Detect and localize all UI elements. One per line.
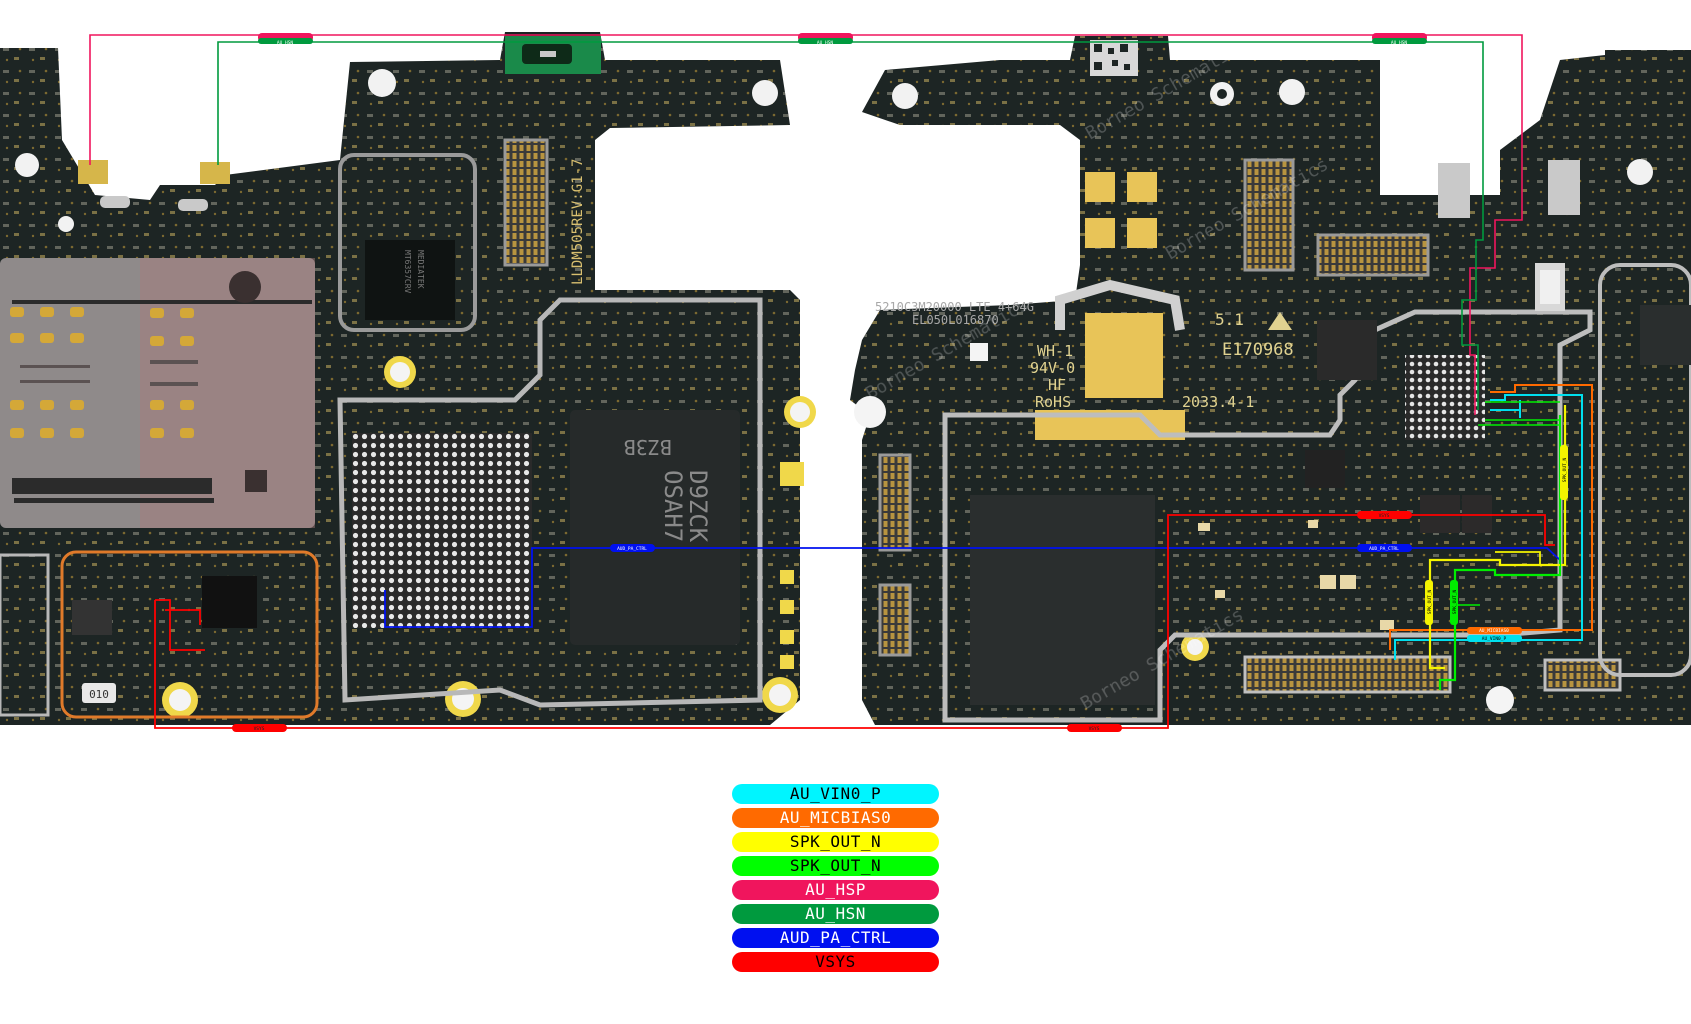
cert-line: 94V-0 (1030, 359, 1075, 377)
mount-hole (752, 80, 778, 106)
net-tags: AU_HSN AU_HSN AU_HSN AUD_PA_CTRL AUD_PA_… (232, 33, 1568, 732)
pmic-chip (365, 240, 455, 320)
mount-hole (1279, 79, 1305, 105)
connector-label: 010 (89, 688, 109, 701)
cpu-marking: OSAH7 (659, 470, 687, 542)
net-tag-text: AU_VIN0_P (1482, 636, 1507, 642)
net-tag-text: VSYS (1089, 726, 1100, 732)
pmic-marking: MT6357CRV (403, 250, 412, 294)
legend-item-spk-out-n-green: SPK_OUT_N (732, 856, 939, 876)
net-tag-text: AU_HSN (1391, 40, 1408, 46)
tag-vsys-mid: VSYS (1067, 724, 1122, 732)
tag-au-hsn-right: AU_HSN (1372, 33, 1427, 46)
serial-text: EL050L016870 (912, 313, 999, 327)
pa-chip (202, 576, 257, 628)
warning-icon (1268, 312, 1292, 330)
net-legend: AU_VIN0_P AU_MICBIAS0 SPK_OUT_N SPK_OUT_… (732, 784, 939, 976)
btb-connector (878, 453, 912, 552)
legend-item-au-hsn: AU_HSN (732, 904, 939, 924)
cpu-marking: BZ3B (624, 435, 672, 459)
tag-au-micbias0: AU_MICBIAS0 (1467, 627, 1522, 634)
sim-tray (0, 258, 315, 528)
model-text: 5210C3M20000 LTE 4+64G (875, 300, 1034, 314)
ul-id: E170968 (1222, 340, 1294, 360)
trace-spk-out-n-green (1438, 415, 1562, 690)
sim-contacts (10, 271, 267, 492)
memory-chip (970, 495, 1155, 705)
tag-au-hsn-left: AU_HSN (258, 33, 313, 46)
cpu-chip (570, 410, 740, 645)
left-board: MEDIATEK MT6357CRV LLDM505REV:G1-7 BZ3B … (0, 32, 816, 725)
tag-aud-pa-ctrl-left: AUD_PA_CTRL (610, 544, 655, 552)
trace-au-micbias0 (1389, 384, 1593, 650)
legend-item-au-micbias0: AU_MICBIAS0 (732, 808, 939, 828)
spring-contact (78, 160, 108, 184)
net-tag-text: VSYS (1379, 513, 1390, 519)
tag-au-vin0-p: AU_VIN0_P (1467, 635, 1522, 642)
spring-contact (200, 162, 230, 184)
spring-contact (1438, 163, 1470, 218)
net-tag-text: VSYS (254, 726, 265, 732)
btb-connector (503, 138, 549, 267)
gold-pads (1035, 172, 1185, 440)
net-tag-text: AU_MICBIAS0 (1479, 628, 1509, 634)
legend-item-vsys: VSYS (732, 952, 939, 972)
bga-footprint (1405, 355, 1485, 440)
cert-line: WH-1 (1037, 342, 1073, 360)
net-tag-text: AUD_PA_CTRL (617, 546, 647, 552)
tag-vsys-right: VSYS (1357, 511, 1412, 519)
bga-footprint (352, 433, 532, 628)
board-revision-text: LLDM505REV:G1-7 (570, 159, 586, 285)
date-code: 2033.4-1 (1182, 393, 1254, 411)
trace-aud-pa-ctrl (384, 547, 1561, 628)
net-tag-text: AU_HSN (277, 40, 294, 46)
legend-item-spk-out-n-yellow: SPK_OUT_N (732, 832, 939, 852)
btb-connector (1316, 233, 1430, 277)
right-board: 5210C3M20000 LTE 4+64G EL050L016870 WH-1… (850, 36, 1691, 725)
net-tag-text: SPK_OUT_N (1452, 590, 1458, 615)
mount-hole (368, 69, 396, 97)
tag-spk-out-n-vertical: SPK_OUT_N SPK_OUT_N SPK_OUT_N (1425, 445, 1568, 625)
pmic-marking: MEDIATEK (416, 250, 425, 289)
tag-aud-pa-ctrl-right: AUD_PA_CTRL (1357, 544, 1412, 552)
cpu-marking: D9ZCK (684, 470, 712, 543)
ul-version: 5.1 (1215, 310, 1244, 329)
btb-connector (1243, 158, 1295, 272)
mount-hole (15, 153, 39, 177)
btb-connector (878, 583, 912, 657)
tag-au-hsn-mid: AU_HSN (798, 33, 853, 46)
cert-line: RoHS (1035, 393, 1071, 411)
mount-hole (1627, 159, 1653, 185)
net-tag-text: SPK_OUT_N (1562, 458, 1568, 483)
trace-spk-out-n-yellow (1428, 405, 1567, 670)
legend-item-au-vin0-p: AU_VIN0_P (732, 784, 939, 804)
cert-line: HF (1048, 376, 1066, 394)
net-tag-text: AUD_PA_CTRL (1369, 546, 1399, 552)
mount-hole (892, 83, 918, 109)
legend-item-au-hsp: AU_HSP (732, 880, 939, 900)
trace-au-vin0-p (1394, 394, 1583, 660)
net-tag-text: SPK_OUT_N (1427, 590, 1433, 615)
trace-vsys (154, 514, 1555, 729)
connector-label-bg (82, 683, 116, 703)
net-tag-text: AU_HSN (817, 40, 834, 46)
display-connector (1243, 655, 1452, 694)
legend-item-aud-pa-ctrl: AUD_PA_CTRL (732, 928, 939, 948)
tag-vsys-left: VSYS (232, 724, 287, 732)
spring-contact (1548, 160, 1580, 215)
